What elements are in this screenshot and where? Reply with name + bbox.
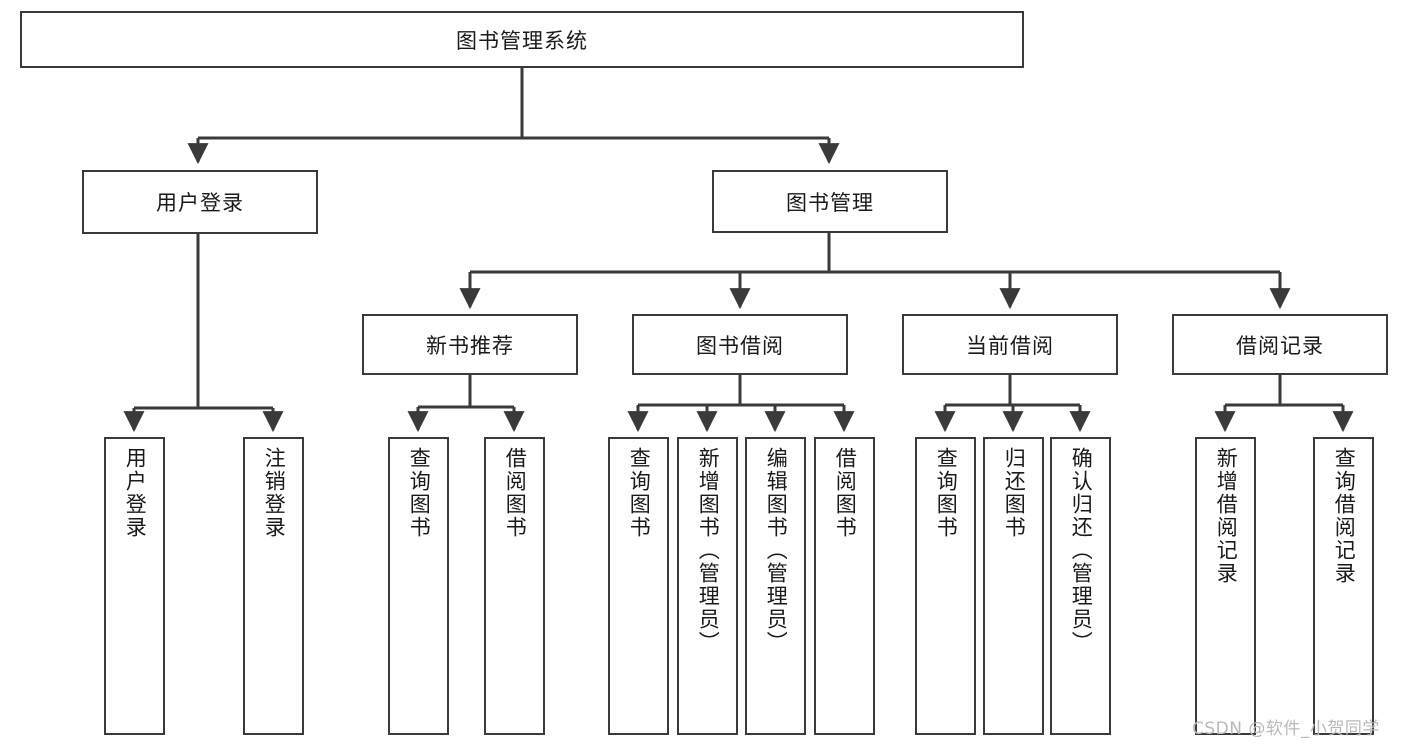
leaf-book-borrow-edit-book-admin[interactable]: 编辑图书（管理员） (745, 437, 806, 735)
node-label: 图书借阅 (696, 333, 784, 358)
leaf-book-borrow-query-book[interactable]: 查询图书 (608, 437, 669, 735)
node-label: 借阅图书 (833, 447, 858, 539)
node-label: 新增图书（管理员） (696, 447, 721, 654)
node-label: 当前借阅 (966, 333, 1054, 358)
node-new-book-recommend[interactable]: 新书推荐 (362, 314, 578, 375)
node-current-borrow[interactable]: 当前借阅 (902, 314, 1118, 375)
leaf-user-login-login[interactable]: 用户登录 (104, 437, 165, 735)
node-book-management[interactable]: 图书管理 (712, 170, 948, 233)
leaf-borrow-record-query-record[interactable]: 查询借阅记录 (1313, 437, 1374, 735)
leaf-new-book-query-book[interactable]: 查询图书 (388, 437, 449, 735)
node-label: 编辑图书（管理员） (764, 447, 789, 654)
node-label: 查询图书 (627, 447, 652, 539)
leaf-new-book-borrow-book[interactable]: 借阅图书 (484, 437, 545, 735)
node-label: 图书管理 (786, 190, 874, 215)
node-root-book-management-system[interactable]: 图书管理系统 (20, 11, 1024, 68)
node-label: 新增借阅记录 (1214, 447, 1239, 585)
leaf-book-borrow-add-book-admin[interactable]: 新增图书（管理员） (677, 437, 738, 735)
node-borrow-record[interactable]: 借阅记录 (1172, 314, 1388, 375)
leaf-book-borrow-borrow-book[interactable]: 借阅图书 (814, 437, 875, 735)
node-label: 用户登录 (156, 191, 244, 215)
leaf-current-borrow-return-book[interactable]: 归还图书 (983, 437, 1044, 735)
node-book-borrow[interactable]: 图书借阅 (632, 314, 848, 375)
node-label: 借阅记录 (1236, 333, 1324, 358)
node-label: 图书管理系统 (456, 28, 588, 53)
leaf-current-borrow-confirm-return-admin[interactable]: 确认归还（管理员） (1050, 437, 1111, 735)
node-label: 新书推荐 (426, 333, 514, 358)
node-label: 注销登录 (262, 447, 287, 539)
node-label: 查询图书 (407, 447, 432, 539)
node-label: 查询图书 (934, 447, 959, 539)
node-user-login[interactable]: 用户登录 (82, 170, 318, 234)
csdn-watermark: CSDN @软件_小贺同学 (1192, 719, 1380, 739)
node-label: 归还图书 (1002, 447, 1027, 539)
node-label: 用户登录 (123, 447, 148, 539)
node-label: 确认归还（管理员） (1069, 447, 1094, 654)
leaf-borrow-record-add-record[interactable]: 新增借阅记录 (1195, 437, 1256, 735)
leaf-user-login-logout[interactable]: 注销登录 (243, 437, 304, 735)
node-label: 查询借阅记录 (1332, 447, 1357, 585)
node-label: 借阅图书 (503, 447, 528, 539)
leaf-current-borrow-query-book[interactable]: 查询图书 (915, 437, 976, 735)
